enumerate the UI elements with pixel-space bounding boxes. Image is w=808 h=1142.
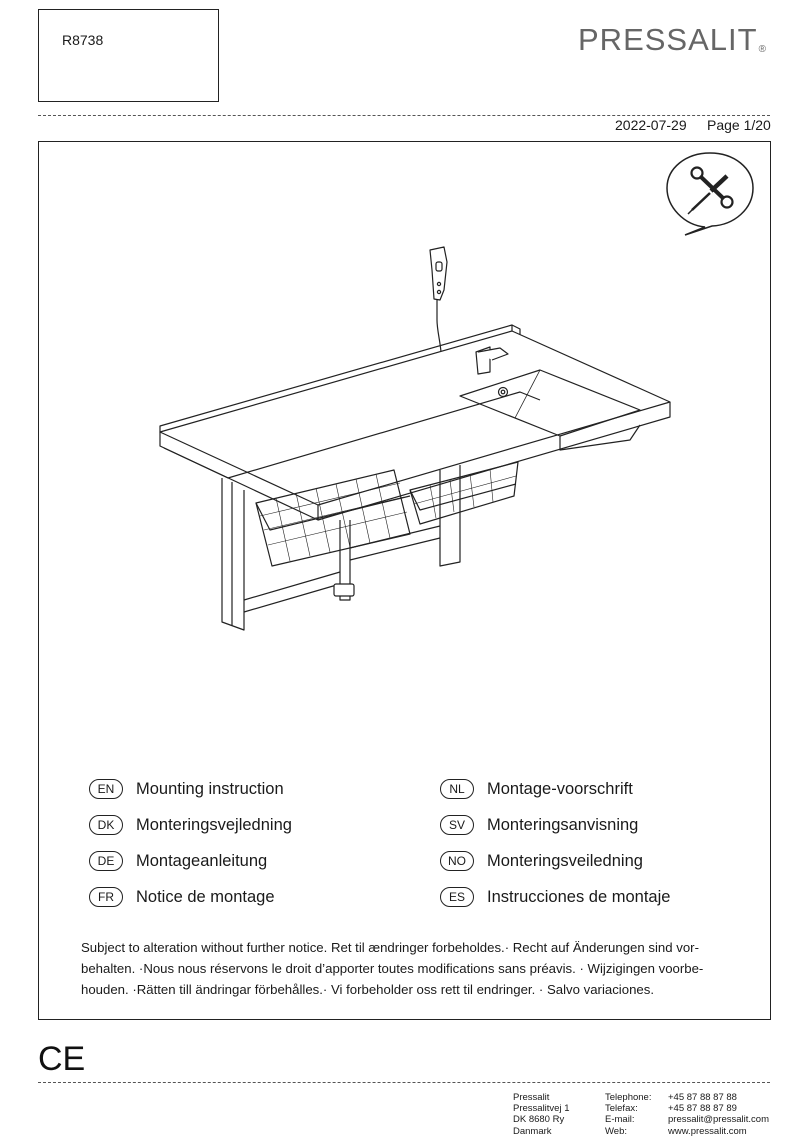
language-code-badge: DE [89,851,123,871]
language-item-fr: FR Notice de montage [89,887,275,907]
basket-mesh [259,468,517,562]
language-item-es: ES Instrucciones de montaje [440,887,670,907]
telephone-value: +45 87 88 87 88 [668,1092,737,1103]
language-code-badge: DK [89,815,123,835]
language-title: Monteringsveiledning [487,851,643,870]
language-code-badge: NO [440,851,474,871]
language-code-badge: FR [89,887,123,907]
address-line: Pressalit [513,1092,550,1103]
header-divider [38,115,770,116]
language-title: Notice de montage [136,887,275,906]
language-code-badge: EN [89,779,123,799]
brand-logo: PRESSALIT® [578,22,767,58]
language-item-dk: DK Monteringsvejledning [89,815,292,835]
language-title: Instrucciones de montaje [487,887,671,906]
product-code: R8738 [62,32,104,48]
ce-mark-icon: CE [38,1040,85,1074]
language-item-nl: NL Montage-voorschrift [440,779,633,799]
contact-label: E-mail: [605,1114,635,1126]
brand-registered-mark: ® [758,44,767,55]
footer-divider [38,1082,770,1083]
worktop-drawing [159,246,671,631]
language-title: Monteringsanvisning [487,815,639,834]
web-link[interactable]: www.pressalit.com [668,1125,747,1137]
email-link[interactable]: pressalit@pressalit.com [668,1114,769,1126]
language-item-sv: SV Monteringsanvisning [440,815,638,835]
language-code-badge: SV [440,815,474,835]
wrench-screwdriver-icon [666,152,754,236]
document-date: 2022-07-29 [615,117,687,133]
notice-line: behalten. ·Nous nous réservons le droit … [81,961,704,976]
language-code-badge: ES [440,887,474,907]
language-title: Montage-voorschrift [487,779,633,798]
address-line: Danmark [513,1125,552,1137]
content-frame [38,141,771,1020]
language-code-badge: NL [440,779,474,799]
notice-line: houden. ·Rätten till ändringar förbehåll… [81,982,654,997]
product-code-box: R8738 [38,9,219,102]
footer-contact-labels: Telephone: Telefax: E-mail: Web: [605,1092,651,1137]
brand-name: PRESSALIT [578,22,758,57]
telefax-value: +45 87 88 87 89 [668,1103,737,1115]
address-line: DK 8680 Ry [513,1114,565,1126]
alteration-notice: Subject to alteration without further no… [81,937,741,1000]
notice-line: Subject to alteration without further no… [81,940,699,955]
page-number: Page 1/20 [707,117,771,133]
footer-address: Pressalit Pressalitvej 1 DK 8680 Ry Danm… [513,1092,570,1137]
language-title: Monteringsvejledning [136,815,292,834]
language-item-no: NO Monteringsveiledning [440,851,643,871]
language-title: Mounting instruction [136,779,284,798]
ce-mark-text: CE [38,1040,85,1074]
language-item-de: DE Montageanleitung [89,851,267,871]
language-item-en: EN Mounting instruction [89,779,284,799]
contact-label: Telephone: [605,1092,652,1103]
footer-contact-values: +45 87 88 87 88 +45 87 88 87 89 pressali… [668,1092,769,1137]
contact-label: Web: [605,1125,628,1137]
address-line: Pressalitvej 1 [513,1103,570,1115]
language-title: Montageanleitung [136,851,268,870]
contact-label: Telefax: [605,1103,638,1115]
